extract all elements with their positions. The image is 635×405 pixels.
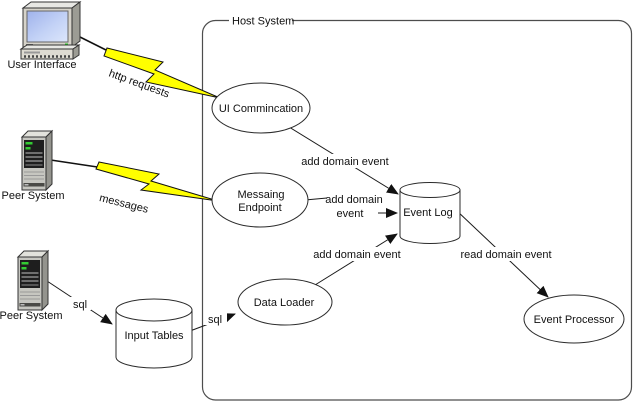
edge-add-domain-event-messaging-tail [304, 197, 328, 201]
edge-label-add-domain-event-3: add domain event [313, 249, 400, 261]
node-data-loader-label: Data Loader [254, 297, 315, 309]
node-data-loader [237, 278, 333, 326]
node-messaging-endpoint-label2: Endpoint [238, 202, 281, 214]
node-event-processor-label: Event Processor [534, 314, 615, 326]
connectors: sql sql add domain event add domain even… [43, 126, 554, 332]
monitor-screen [26, 10, 69, 43]
edge-label-bg [70, 297, 91, 310]
node-ui-communication [211, 82, 311, 134]
cylinder-input-tables-label: Input Tables [124, 330, 184, 342]
lightning-http: http requests [67, 30, 221, 101]
host-label-bg [229, 14, 292, 27]
nodes: UI Commincation Messaing Endpoint Data L… [115, 82, 625, 369]
edge-label-read-domain-event: read domain event [460, 249, 551, 261]
computer-icon [19, 1, 82, 60]
edge-label-bg [299, 154, 391, 168]
edge-label-sql-2: sql [208, 314, 222, 326]
lightning-messages: messages [43, 158, 219, 216]
cylinder-event-log: Event Log [399, 182, 461, 244]
server-icon-peer-top [21, 130, 53, 191]
edge-label-add-domain-event-2a: add domain [325, 194, 383, 206]
edge-label-bg [204, 313, 227, 325]
edge-label-bg [312, 247, 404, 261]
lightning-messages-lead-line [43, 158, 105, 169]
lightning-bolt-http [103, 47, 221, 99]
server-icon-peer-bottom [17, 250, 49, 311]
edge-label-sql-1: sql [73, 299, 87, 311]
host-system-title: Host System [232, 16, 294, 28]
edge-label-add-domain-event-1: add domain event [301, 156, 388, 168]
cylinder-event-log-label: Event Log [403, 207, 453, 219]
edge-label-bg [458, 247, 554, 261]
lightning-bolt-messages [95, 161, 219, 202]
label-peer-system-top: Peer System [2, 190, 65, 202]
edge-label-add-domain-event-2b: event [337, 208, 364, 220]
node-messaging-endpoint-label1: Messaing [237, 189, 284, 201]
cylinder-input-tables: Input Tables [115, 298, 193, 369]
node-ui-communication-label: UI Commincation [219, 103, 303, 115]
node-messaging-endpoint [211, 172, 309, 228]
label-user-interface: User Interface [7, 59, 76, 71]
edge-label-messages: messages [98, 192, 150, 216]
node-event-processor [523, 294, 625, 344]
label-peer-system-bottom: Peer System [0, 310, 62, 322]
